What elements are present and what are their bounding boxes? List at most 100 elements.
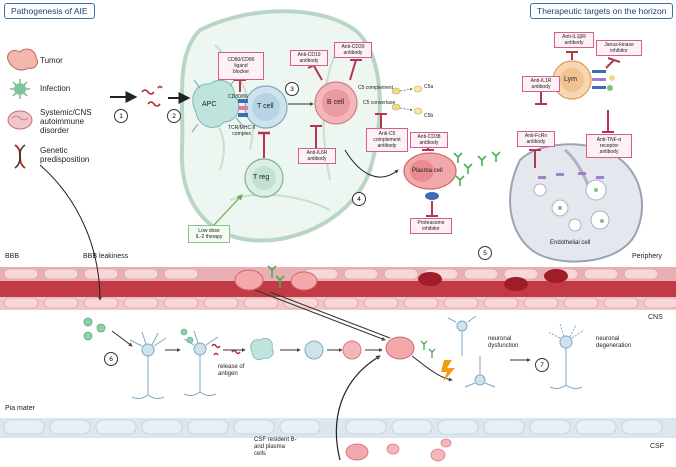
tumor-icon xyxy=(7,48,39,71)
released-antigen xyxy=(211,343,241,356)
t-cell-label: T cell xyxy=(257,103,274,110)
autoimmune-icon xyxy=(7,110,33,130)
plasma-cells-crossing-bbb xyxy=(234,269,318,291)
region-bbb: BBB xyxy=(5,253,20,260)
step-2: 2 xyxy=(167,109,181,123)
cns-b-cell xyxy=(342,340,362,360)
b-cell-label: B cell xyxy=(327,99,345,106)
arrow-plasma-to-neuron xyxy=(411,355,453,382)
step-3: 3 xyxy=(285,82,299,96)
t-reg-label: T reg xyxy=(253,174,270,181)
region-bbb-leakiness: BBB leakiness xyxy=(83,253,129,260)
inhibitor-fcrn xyxy=(529,149,541,168)
label-csf-resident-cells: CSF resident B- and plasma cells xyxy=(254,437,297,457)
neuron-2 xyxy=(183,330,219,397)
therapy-anti-il1br: Anti-IL1βR antibody xyxy=(554,32,594,48)
neuron-degeneration xyxy=(547,323,585,390)
label-neuronal-dysfunction: neuronal dysfunction xyxy=(488,336,519,349)
region-periphery: Periphery xyxy=(632,253,662,260)
inhibitor-cd80 xyxy=(234,79,246,92)
neuron-1 xyxy=(129,331,167,400)
legend-autoimmune-label: Systemic/CNS autoimmune disorder xyxy=(40,108,92,136)
c5-complement-label: C5 complement xyxy=(358,85,394,91)
cd80-label: CD80/86 xyxy=(228,94,248,100)
c5a-label: C5a xyxy=(424,84,434,90)
neuron-dysfunction xyxy=(447,315,496,388)
therapy-cd80-blocker: CD80/CD86 ligand blocker xyxy=(218,52,264,80)
blood-vessel xyxy=(0,265,676,310)
inhibitor-il1r xyxy=(535,92,547,105)
lym-receptors xyxy=(592,70,615,91)
inhibitor-tnf xyxy=(602,110,614,133)
label-release-antigen: release of antigen xyxy=(218,364,245,377)
b-cell xyxy=(314,81,358,125)
tcr-mhc-complex xyxy=(238,99,248,117)
t-reg-cell xyxy=(244,158,284,198)
inhibitor-il1br xyxy=(566,51,578,60)
legend-tumor-label: Tumor xyxy=(40,56,63,65)
antibodies xyxy=(453,151,501,186)
c5-complement-shapes xyxy=(391,85,423,115)
legend-infection-label: Infection xyxy=(40,84,71,93)
tcr-mhc-label: TCR/MHC II complex xyxy=(228,125,256,137)
step-7: 7 xyxy=(535,358,549,372)
cns-antibodies xyxy=(420,340,436,358)
c5-convertase-label: C5 convertase xyxy=(363,100,396,106)
inhibitor-jak xyxy=(605,57,621,69)
arrow-infection-to-neuron xyxy=(111,330,133,347)
label-neuronal-degeneration: neuronal degeneration xyxy=(596,336,632,349)
proteasome-symbol xyxy=(425,192,439,200)
therapy-anti-c5: Anti-C5 complement antibody xyxy=(366,128,408,152)
dna-icon xyxy=(14,144,26,169)
inhibitor-c5 xyxy=(375,113,387,128)
arrow-il2-to-treg xyxy=(213,194,243,226)
region-csf: CSF xyxy=(650,443,664,450)
arrow-bbb-plasma-to-cns xyxy=(254,289,386,341)
arrow-bbb-plasma-to-cns-2 xyxy=(269,291,391,339)
inhibitor-cd20 xyxy=(349,59,362,81)
cns-apc xyxy=(250,338,274,360)
arrow-predisposition-to-cns xyxy=(39,164,102,301)
therapy-anti-cd38: Anti-CD38 antibody xyxy=(410,132,448,148)
endothelial-cell-label: Endothelial cell xyxy=(550,240,591,246)
cns-infection-particles xyxy=(83,317,106,341)
csf-resident-cells xyxy=(345,438,452,462)
endothelial-cell xyxy=(509,143,643,263)
therapy-anti-fcrn: Anti-FcRn antibody xyxy=(517,131,555,147)
infection-icon xyxy=(10,79,30,99)
plasma-cell xyxy=(403,152,457,190)
lym-label: Lym xyxy=(564,76,577,83)
neuron-2-infection xyxy=(180,328,194,344)
step-4: 4 xyxy=(352,192,366,206)
apc-cell xyxy=(191,77,244,133)
c5b-label: C5b xyxy=(424,113,434,119)
step-6: 6 xyxy=(104,352,118,366)
region-cns: CNS xyxy=(648,314,663,321)
therapy-anti-cd19: Anti-CD19 antibody xyxy=(290,50,328,66)
apc-label: APC xyxy=(202,101,217,108)
cns-plasma-cell xyxy=(385,336,415,360)
therapy-anti-il6r: Anti-IL6R antibody xyxy=(298,148,336,164)
step-5: 5 xyxy=(478,246,492,260)
arrow-csf-to-cns xyxy=(335,355,381,461)
antigen-squiggles xyxy=(141,85,163,107)
step-1: 1 xyxy=(114,109,128,123)
legend-genetic-label: Genetic predisposition xyxy=(40,146,90,165)
therapy-jak-inhibitor: Janus-kinase inhibitor xyxy=(596,40,642,56)
inhibitor-il6r xyxy=(310,125,322,148)
lightning-icon xyxy=(441,360,455,382)
plasma-cell-label: Plasma cell xyxy=(412,168,443,174)
region-pia-mater: Pia mater xyxy=(5,405,35,412)
header-therapeutic-targets: Therapeutic targets on the horizon xyxy=(530,3,674,19)
lym-cell xyxy=(552,60,592,100)
therapy-low-dose-il2: Low dose IL-2 therapy xyxy=(188,225,230,243)
therapy-anti-il1r: Anti-IL1R antibody xyxy=(522,76,560,92)
cns-t-cell xyxy=(304,340,324,360)
therapy-anti-tnf: Anti-TNF-α receptor antibody xyxy=(586,134,632,158)
therapy-proteasome-inhibitor: Proteasome inhibitor xyxy=(410,218,452,234)
therapy-anti-cd20: Anti-CD20 antibody xyxy=(334,42,372,58)
pia-mater-band xyxy=(0,418,676,438)
header-pathogenesis: Pathogenesis of AIE xyxy=(4,3,95,19)
